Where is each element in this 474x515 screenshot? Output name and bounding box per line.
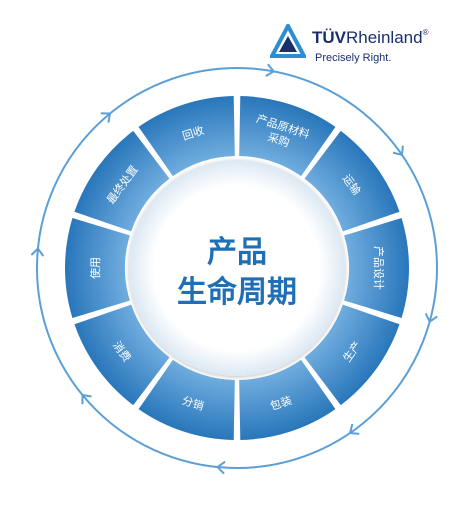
center-disc bbox=[129, 160, 345, 376]
segment-label-4: 产品设计 bbox=[372, 246, 386, 290]
segment-2 bbox=[239, 96, 336, 177]
cycle-arrow-icon bbox=[100, 112, 112, 123]
segment-4 bbox=[344, 217, 410, 319]
segment-1 bbox=[138, 96, 235, 177]
segment-7 bbox=[138, 359, 235, 440]
brand-name: TÜVRheinland® bbox=[312, 28, 428, 48]
segment-8 bbox=[74, 304, 170, 406]
segment-ring: 回收产品原材料采购运输产品设计生产包装分销消费使用最终处置 bbox=[65, 96, 410, 440]
cycle-ring bbox=[30, 63, 438, 475]
segment-label-6: 包装 bbox=[269, 394, 294, 413]
cycle-arrow-icon bbox=[348, 423, 360, 435]
segment-label-7: 分销 bbox=[180, 393, 205, 413]
cycle-ring-line bbox=[36, 67, 438, 469]
segment-6 bbox=[239, 359, 336, 440]
brand-tagline: Precisely Right. bbox=[315, 52, 392, 64]
cycle-arrow-icon bbox=[30, 247, 45, 257]
tuv-logo: TÜVRheinland® Precisely Right. bbox=[270, 22, 470, 72]
cycle-arrow-icon bbox=[392, 145, 404, 157]
cycle-arrow-icon bbox=[265, 63, 276, 77]
center-title-line2: 生命周期 bbox=[177, 275, 297, 310]
segment-10 bbox=[74, 130, 170, 232]
brand-bold: TÜV bbox=[312, 28, 346, 47]
segment-label-9: 使用 bbox=[89, 257, 102, 279]
cycle-arrow-icon bbox=[424, 312, 438, 324]
triangle-logo-icon bbox=[270, 24, 306, 58]
segment-3 bbox=[304, 130, 400, 232]
segment-label-1: 回收 bbox=[180, 123, 205, 143]
center-title-line1: 产品 bbox=[207, 235, 267, 270]
registered-mark: ® bbox=[422, 28, 429, 37]
cycle-arrow-icon bbox=[216, 460, 226, 475]
cycle-arrow-icon bbox=[81, 393, 92, 405]
segment-5 bbox=[304, 304, 400, 406]
segment-9 bbox=[65, 217, 130, 319]
brand-rest: Rheinland bbox=[346, 28, 423, 47]
